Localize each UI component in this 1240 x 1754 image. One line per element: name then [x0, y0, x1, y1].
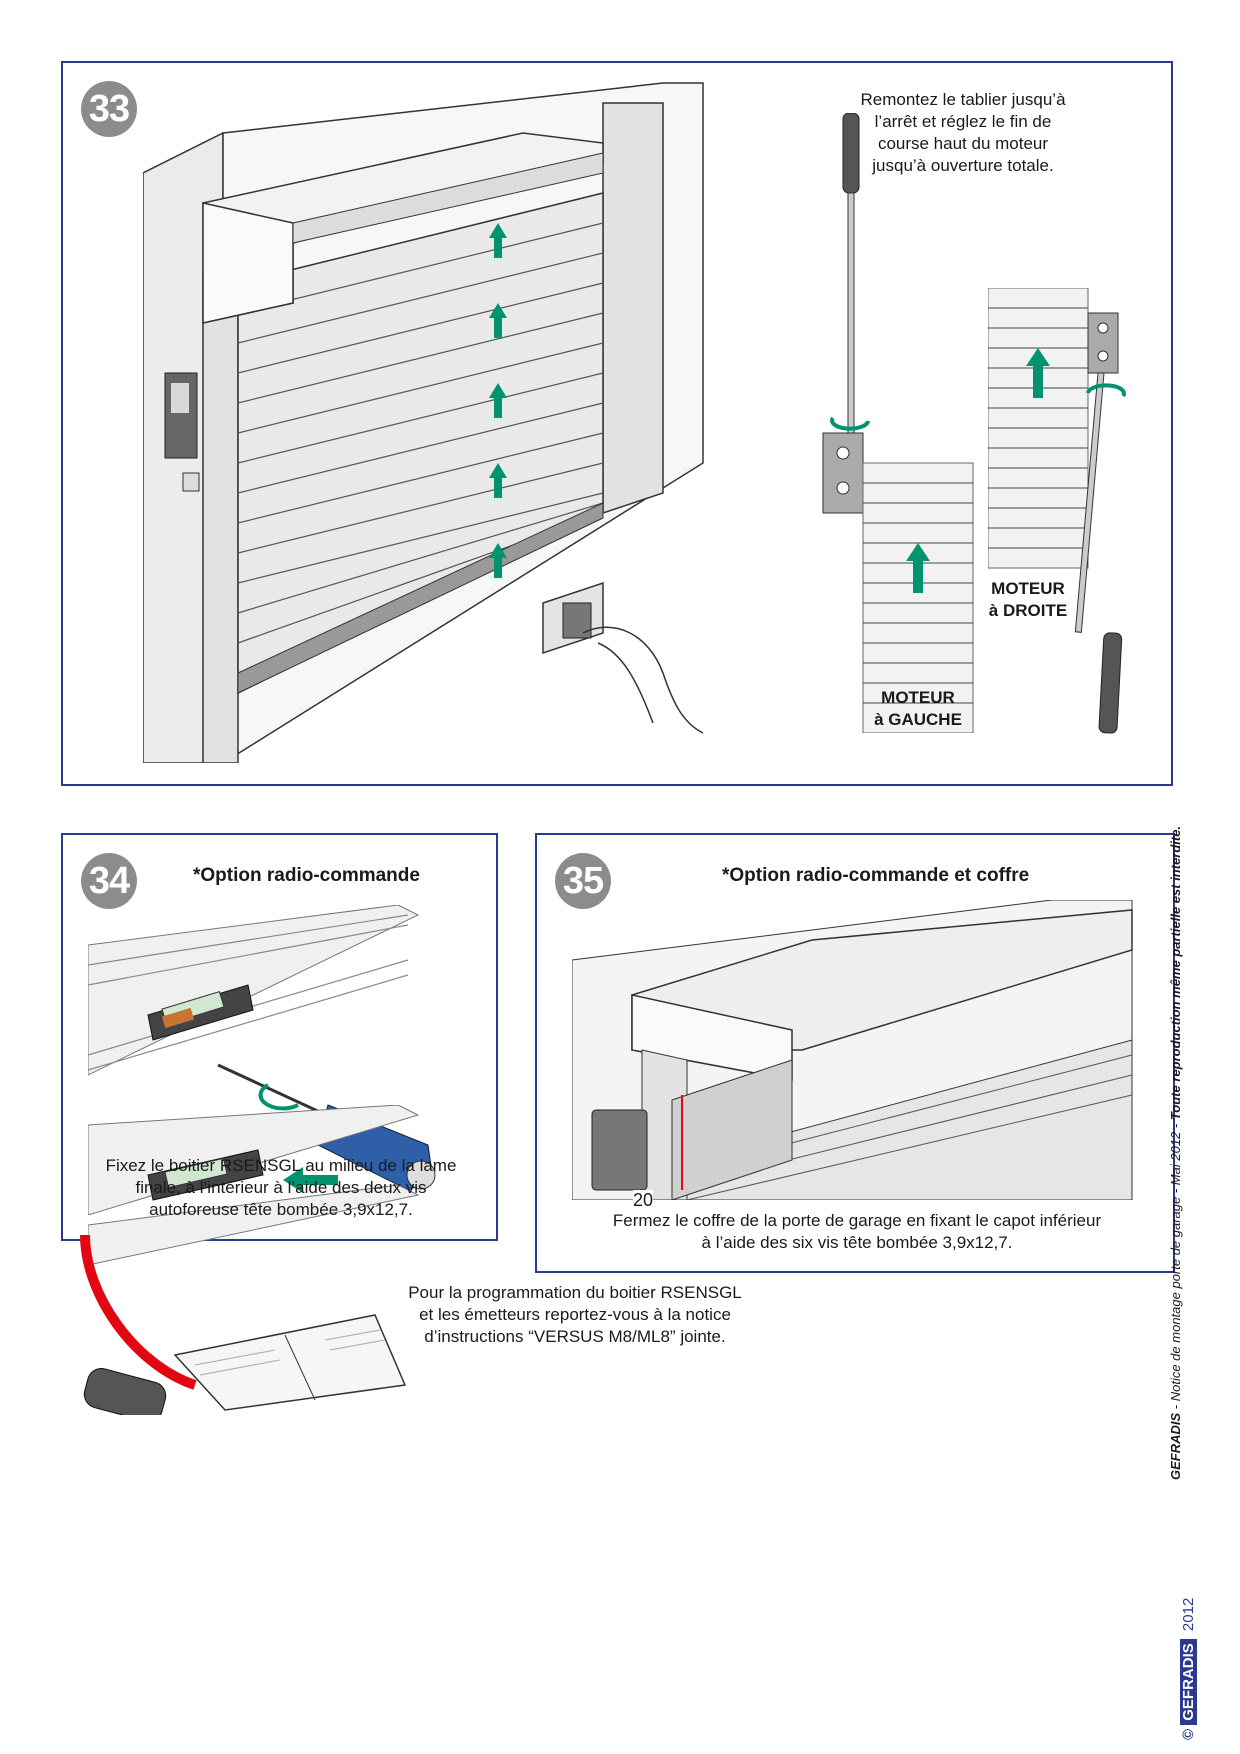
remote-and-manual-illustration	[80, 1235, 407, 1415]
motor-right-label-line-1: MOTEUR	[991, 579, 1065, 598]
sensor-box-cover-illustration	[88, 1105, 420, 1215]
step-34-caption-line-2: finale, à l’intérieur à l’aide des deux …	[135, 1178, 427, 1197]
logo-brand: GEFRADIS	[1180, 1639, 1197, 1725]
side-copyright-text: GEFRADIS - Notice de montage porte de ga…	[1168, 826, 1192, 1480]
garage-door-illustration	[143, 82, 704, 763]
step-33-instruction: Remontez le tablier jusqu’à l’arrêt et r…	[823, 89, 1103, 177]
step-35-caption-line-2: à l’aide des six vis tête bombée 3,9x12,…	[701, 1233, 1013, 1252]
step-33-instruction-line-3: course haut du moteur	[877, 134, 1049, 153]
bottom-note-line-3: d’instructions “VERSUS M8/ML8” jointe.	[424, 1327, 726, 1346]
step-34-caption-line-1: Fixez le boitier RSENSGL au milieu de la…	[105, 1156, 457, 1175]
step-33-instruction-line-1: Remontez le tablier jusqu’à	[860, 90, 1066, 109]
motor-left-label: MOTEUR à GAUCHE	[863, 687, 973, 731]
step-33-instruction-line-4: jusqu’à ouverture totale.	[872, 156, 1054, 175]
copyright-symbol: ©	[1180, 1728, 1197, 1740]
step-34-panel: 34 *Option radio-commande Fixez le boiti…	[61, 833, 498, 1265]
bottom-note: Pour la programmation du boitier RSENSGL…	[385, 1282, 765, 1348]
step-34-number: 34	[81, 853, 137, 909]
motor-left-label-line-1: MOTEUR	[881, 688, 955, 707]
step-34-caption: Fixez le boitier RSENSGL au milieu de la…	[71, 1155, 491, 1221]
motor-right-detail	[988, 288, 1126, 734]
motor-left-detail	[822, 113, 974, 733]
logo-year: 2012	[1180, 1597, 1197, 1632]
step-35-caption-line-1: Fermez le coffre de la porte de garage e…	[612, 1211, 1102, 1230]
step-33-panel: 33 Re	[61, 61, 1173, 786]
step-35-panel: 35 *Option radio-commande et coffre 20 F…	[535, 833, 1175, 1273]
side-brand: GEFRADIS	[1168, 1412, 1183, 1480]
step-34-caption-line-3: autoforeuse tête bombée 3,9x12,7.	[149, 1200, 413, 1219]
gefradis-logo: © GEFRADIS 2012	[1180, 1590, 1200, 1740]
step-33-instruction-line-2: l’arrêt et réglez le fin de	[874, 112, 1052, 131]
step-35-number: 35	[555, 853, 611, 909]
bottom-note-line-2: et les émetteurs reportez-vous à la noti…	[419, 1305, 731, 1324]
step-34-title: *Option radio-commande	[193, 865, 420, 886]
motor-left-label-line-2: à GAUCHE	[874, 710, 962, 729]
step-35-caption: Fermez le coffre de la porte de garage e…	[547, 1210, 1167, 1254]
motor-right-label: MOTEUR à DROITE	[973, 578, 1083, 622]
side-middle: - Notice de montage porte de garage - Ma…	[1168, 1120, 1183, 1413]
side-bold: Toute reproduction même partielle est in…	[1168, 825, 1183, 1121]
step-35-title: *Option radio-commande et coffre	[722, 865, 1030, 886]
garage-box-cover-illustration	[572, 900, 1133, 1200]
motor-right-label-line-2: à DROITE	[988, 601, 1068, 620]
dimension-label: 20	[633, 1190, 654, 1211]
step-33-number: 33	[81, 81, 137, 137]
bottom-note-line-1: Pour la programmation du boitier RSENSGL	[408, 1283, 742, 1302]
